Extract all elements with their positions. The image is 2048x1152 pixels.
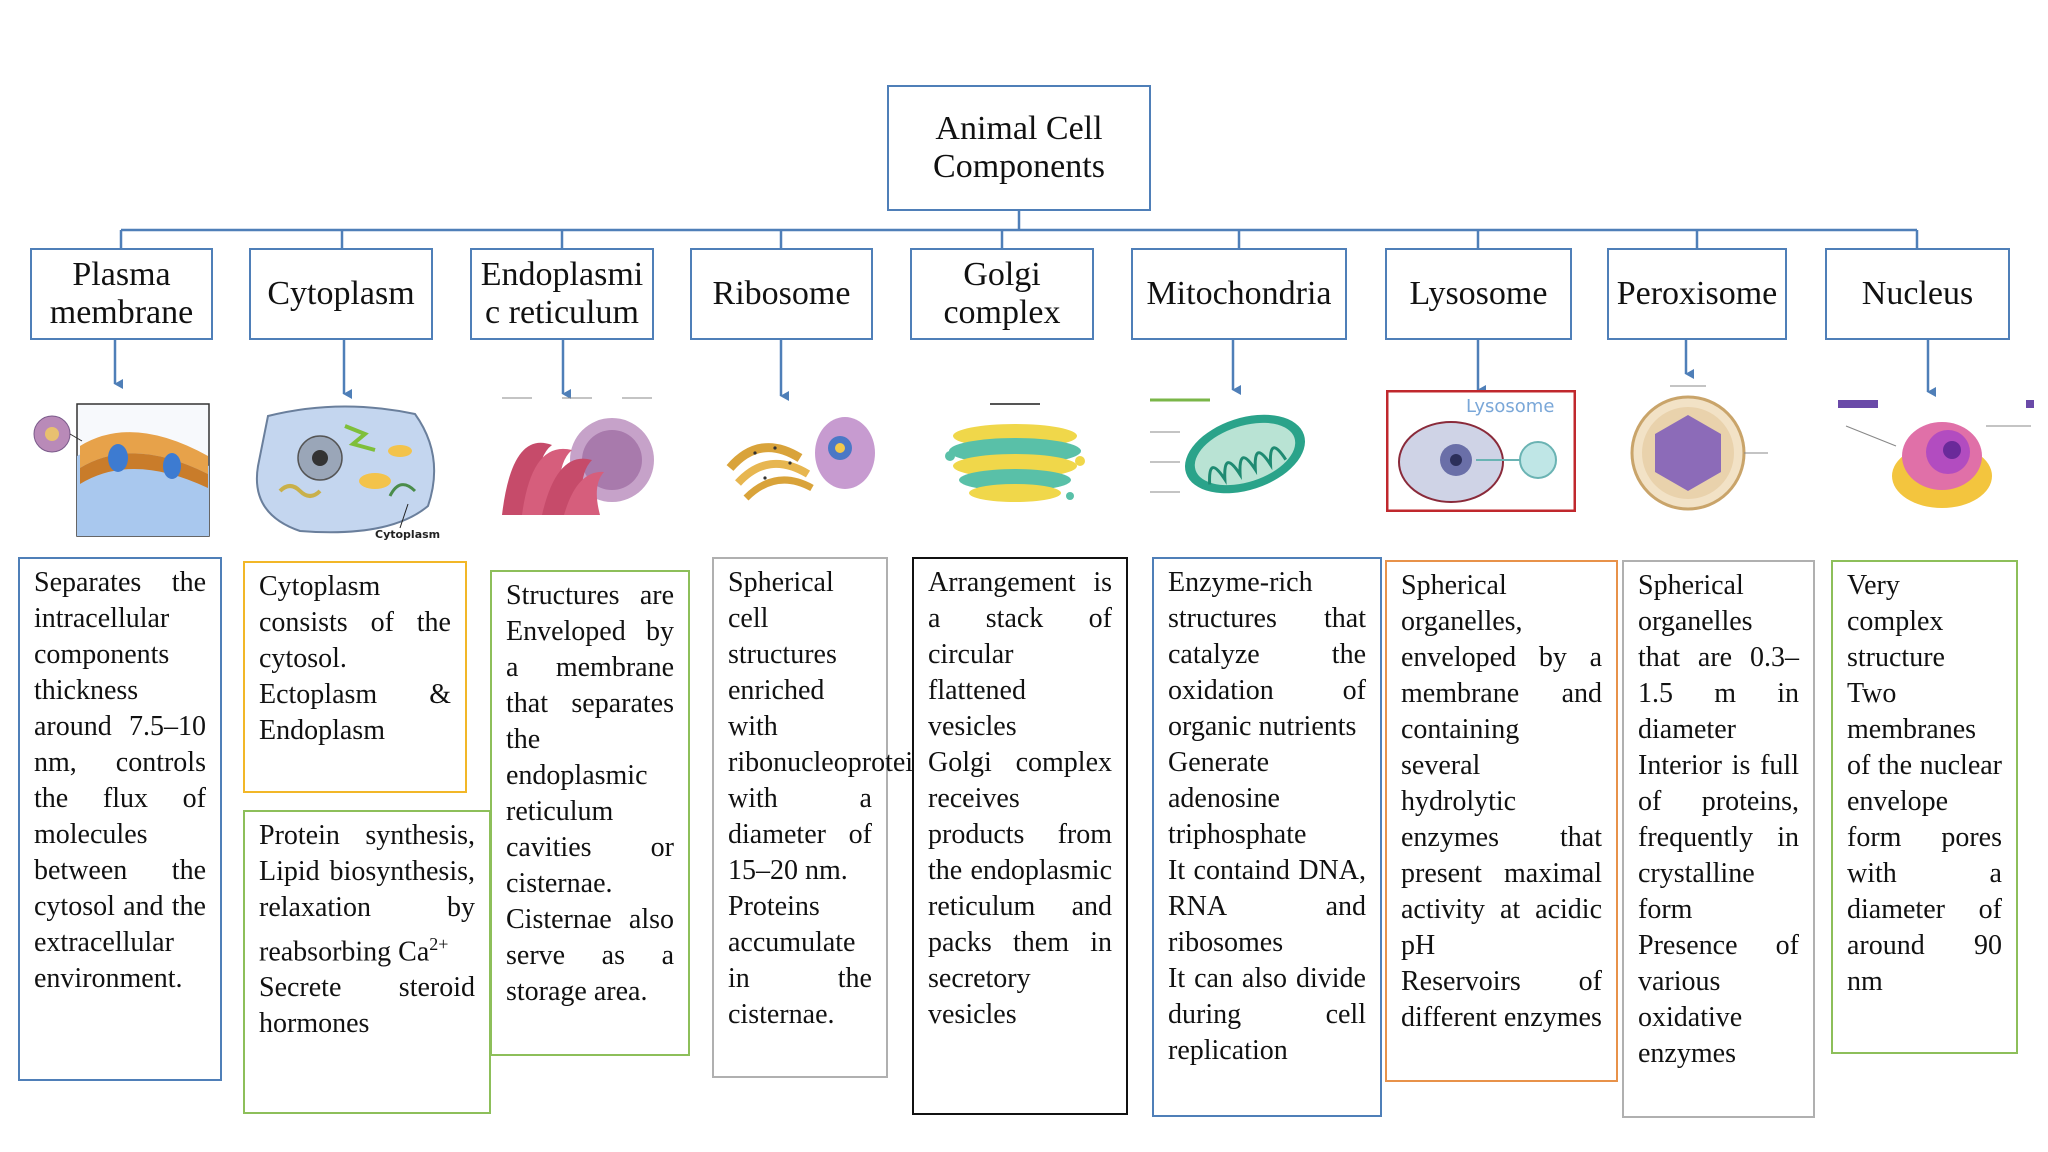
node-title: Plasma <box>72 256 171 293</box>
desc-peroxisome: Spherical organelles that are 0.3–1.5 m … <box>1622 560 1815 1118</box>
lysosome-image-label: Lysosome <box>1466 396 1554 417</box>
root-node: Animal Cell Components <box>887 85 1151 211</box>
node-title: Peroxisome <box>1616 275 1778 312</box>
root-title-line1: Animal Cell <box>935 110 1103 147</box>
node-lysosome: Lysosome <box>1385 248 1572 340</box>
desc-line: It can also divide during cell replicati… <box>1168 963 1366 1066</box>
golgi-complex-image <box>930 396 1100 516</box>
desc-golgi-complex: Arrangement is a stack of circular flatt… <box>912 557 1128 1115</box>
desc-line: Reservoirs of different enzymes <box>1401 966 1602 1033</box>
desc-line: Cytoplasm consists of the cytosol. <box>259 571 451 674</box>
mitochondria-image <box>1140 392 1330 512</box>
node-ribosome: Ribosome <box>690 248 873 340</box>
node-nucleus: Nucleus <box>1825 248 2010 340</box>
cytoplasm-image-label: Cytoplasm <box>375 528 440 541</box>
desc-ribosome: Spherical cell structures enriched with … <box>712 557 928 1078</box>
cytoplasm-image: Cytoplasm <box>240 396 450 546</box>
node-peroxisome: Peroxisome <box>1607 248 1787 340</box>
node-title: Endoplasmi <box>480 256 644 293</box>
desc-line: Generate adenosine triphosphate <box>1168 747 1307 850</box>
desc-line: Cisternae also serve as a storage area. <box>506 904 674 1007</box>
node-title: Nucleus <box>1861 275 1974 312</box>
plasma-membrane-image <box>22 396 212 546</box>
node-title: Golgi <box>963 256 1041 293</box>
desc-line: Secrete steroid hormones <box>259 972 475 1040</box>
desc-cytoplasm-2: Protein synthesis, Lipid biosynthesis, r… <box>243 810 491 1114</box>
node-title: Ribosome <box>712 275 851 312</box>
root-title-line2: Components <box>933 148 1105 185</box>
node-title: c reticulum <box>485 294 639 331</box>
desc-line: Golgi complex receives products from the… <box>928 747 1112 1030</box>
desc-cytoplasm-1: Cytoplasm consists of the cytosol. Ectop… <box>243 561 467 793</box>
desc-line: Ectoplasm & Endoplasm <box>259 679 451 746</box>
peroxisome-image <box>1620 378 1770 518</box>
desc-line: Enzyme-rich structures that catalyze the… <box>1168 567 1366 742</box>
desc-line: Structures are Enveloped by a membrane t… <box>506 580 674 899</box>
ribosome-image <box>720 408 880 518</box>
desc-line: Spherical organelles that are 0.3–1.5 m … <box>1638 570 1799 745</box>
desc-line: Arrangement is a stack of circular flatt… <box>928 567 1112 742</box>
desc-line: Interior is full of proteins, frequently… <box>1638 750 1799 925</box>
desc-lysosome: Spherical organelles, enveloped by a mem… <box>1385 560 1618 1082</box>
node-title: membrane <box>49 294 194 331</box>
desc-line: Separates the intracellular components t… <box>34 567 206 994</box>
desc-line: Protein synthesis, Lipid biosynthesis, r… <box>259 818 475 970</box>
desc-line: Proteins accumulate in the cisternae. <box>728 891 872 1030</box>
lysosome-image: Lysosome <box>1386 390 1576 512</box>
desc-endoplasmic-reticulum: Structures are Enveloped by a membrane t… <box>490 570 690 1056</box>
desc-text: Protein synthesis, Lipid biosynthesis, r… <box>259 820 475 968</box>
node-title: Lysosome <box>1409 275 1548 312</box>
node-title: Mitochondria <box>1146 275 1332 312</box>
node-mitochondria: Mitochondria <box>1131 248 1347 340</box>
node-title: complex <box>943 294 1061 331</box>
desc-mitochondria: Enzyme-rich structures that catalyze the… <box>1152 557 1382 1117</box>
ca-superscript: 2+ <box>429 934 449 954</box>
endoplasmic-reticulum-image <box>492 390 662 530</box>
desc-line: Two membranes of the nuclear envelope fo… <box>1847 678 2002 997</box>
desc-line: Presence of various oxidative enzymes <box>1638 930 1799 1069</box>
desc-line: It containd DNA, RNA and ribosomes <box>1168 855 1366 958</box>
node-cytoplasm: Cytoplasm <box>249 248 433 340</box>
desc-plasma-membrane: Separates the intracellular components t… <box>18 557 222 1081</box>
desc-line: Spherical cell structures enriched with … <box>728 567 928 886</box>
desc-line: Very complex structure <box>1847 570 1945 673</box>
desc-nucleus: Very complex structure Two membranes of … <box>1831 560 2018 1054</box>
desc-line: Spherical organelles, enveloped by a mem… <box>1401 570 1602 961</box>
node-title: Cytoplasm <box>267 275 415 312</box>
nucleus-image <box>1836 396 2036 516</box>
